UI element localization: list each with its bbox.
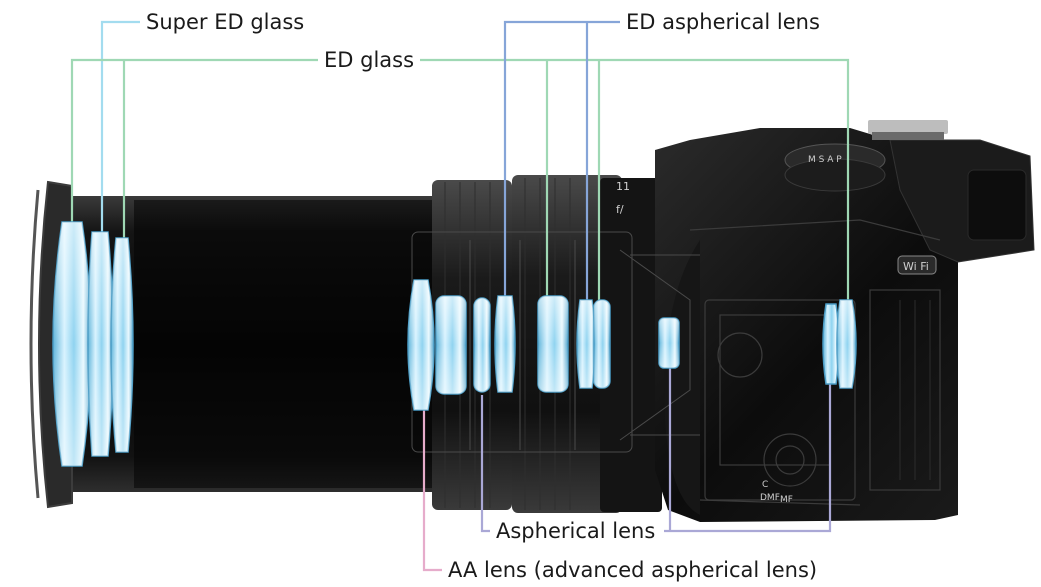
- lens-element-front-ed: [52, 221, 92, 467]
- svg-text:f/: f/: [616, 203, 624, 216]
- label-ed-aspherical-lens: ED aspherical lens: [620, 9, 826, 35]
- lens-element-ed-3: [537, 295, 569, 393]
- lens-elements: [52, 221, 857, 467]
- c-marking: C: [762, 480, 768, 490]
- lens-element-ed-4: [593, 299, 611, 389]
- leader-super-ed-glass: [100, 20, 140, 238]
- leader-aa-lens: [422, 410, 442, 572]
- dmf-marking: DMF: [760, 493, 780, 503]
- mf-marking: MF: [780, 495, 793, 505]
- leader-aspherical-lens: [480, 395, 490, 533]
- lens-element-group-2: [435, 295, 467, 395]
- lens-element-ed-2: [110, 237, 134, 453]
- lens-element-aspherical-2: [658, 317, 680, 369]
- svg-text:M S A P: M S A P: [808, 155, 842, 165]
- lens-element-aspherical-1: [473, 297, 491, 393]
- leader-ed-glass-3: [420, 58, 850, 305]
- lens-element-ed-aspherical-2: [576, 299, 596, 389]
- lens-element-rear: [822, 299, 857, 389]
- label-ed-glass: ED glass: [318, 47, 421, 73]
- leader-ed-aspherical-lens: [503, 20, 620, 296]
- lens-element-super-ed: [87, 231, 114, 457]
- wifi-marking: Wi Fi: [903, 260, 929, 273]
- lens-element-ed-aspherical-1: [494, 295, 516, 393]
- svg-text:11: 11: [616, 180, 630, 193]
- leader-ed-glass: [70, 58, 318, 225]
- label-super-ed-glass: Super ED glass: [140, 9, 311, 35]
- lens-element-aa: [407, 279, 435, 411]
- label-aa-lens: AA lens (advanced aspherical lens): [442, 557, 824, 583]
- lens-housing-cutaway: [411, 231, 700, 453]
- leader-lines: [70, 20, 850, 572]
- label-aspherical-lens: Aspherical lens: [490, 518, 662, 544]
- leader-aspherical-lens-2: [664, 380, 832, 533]
